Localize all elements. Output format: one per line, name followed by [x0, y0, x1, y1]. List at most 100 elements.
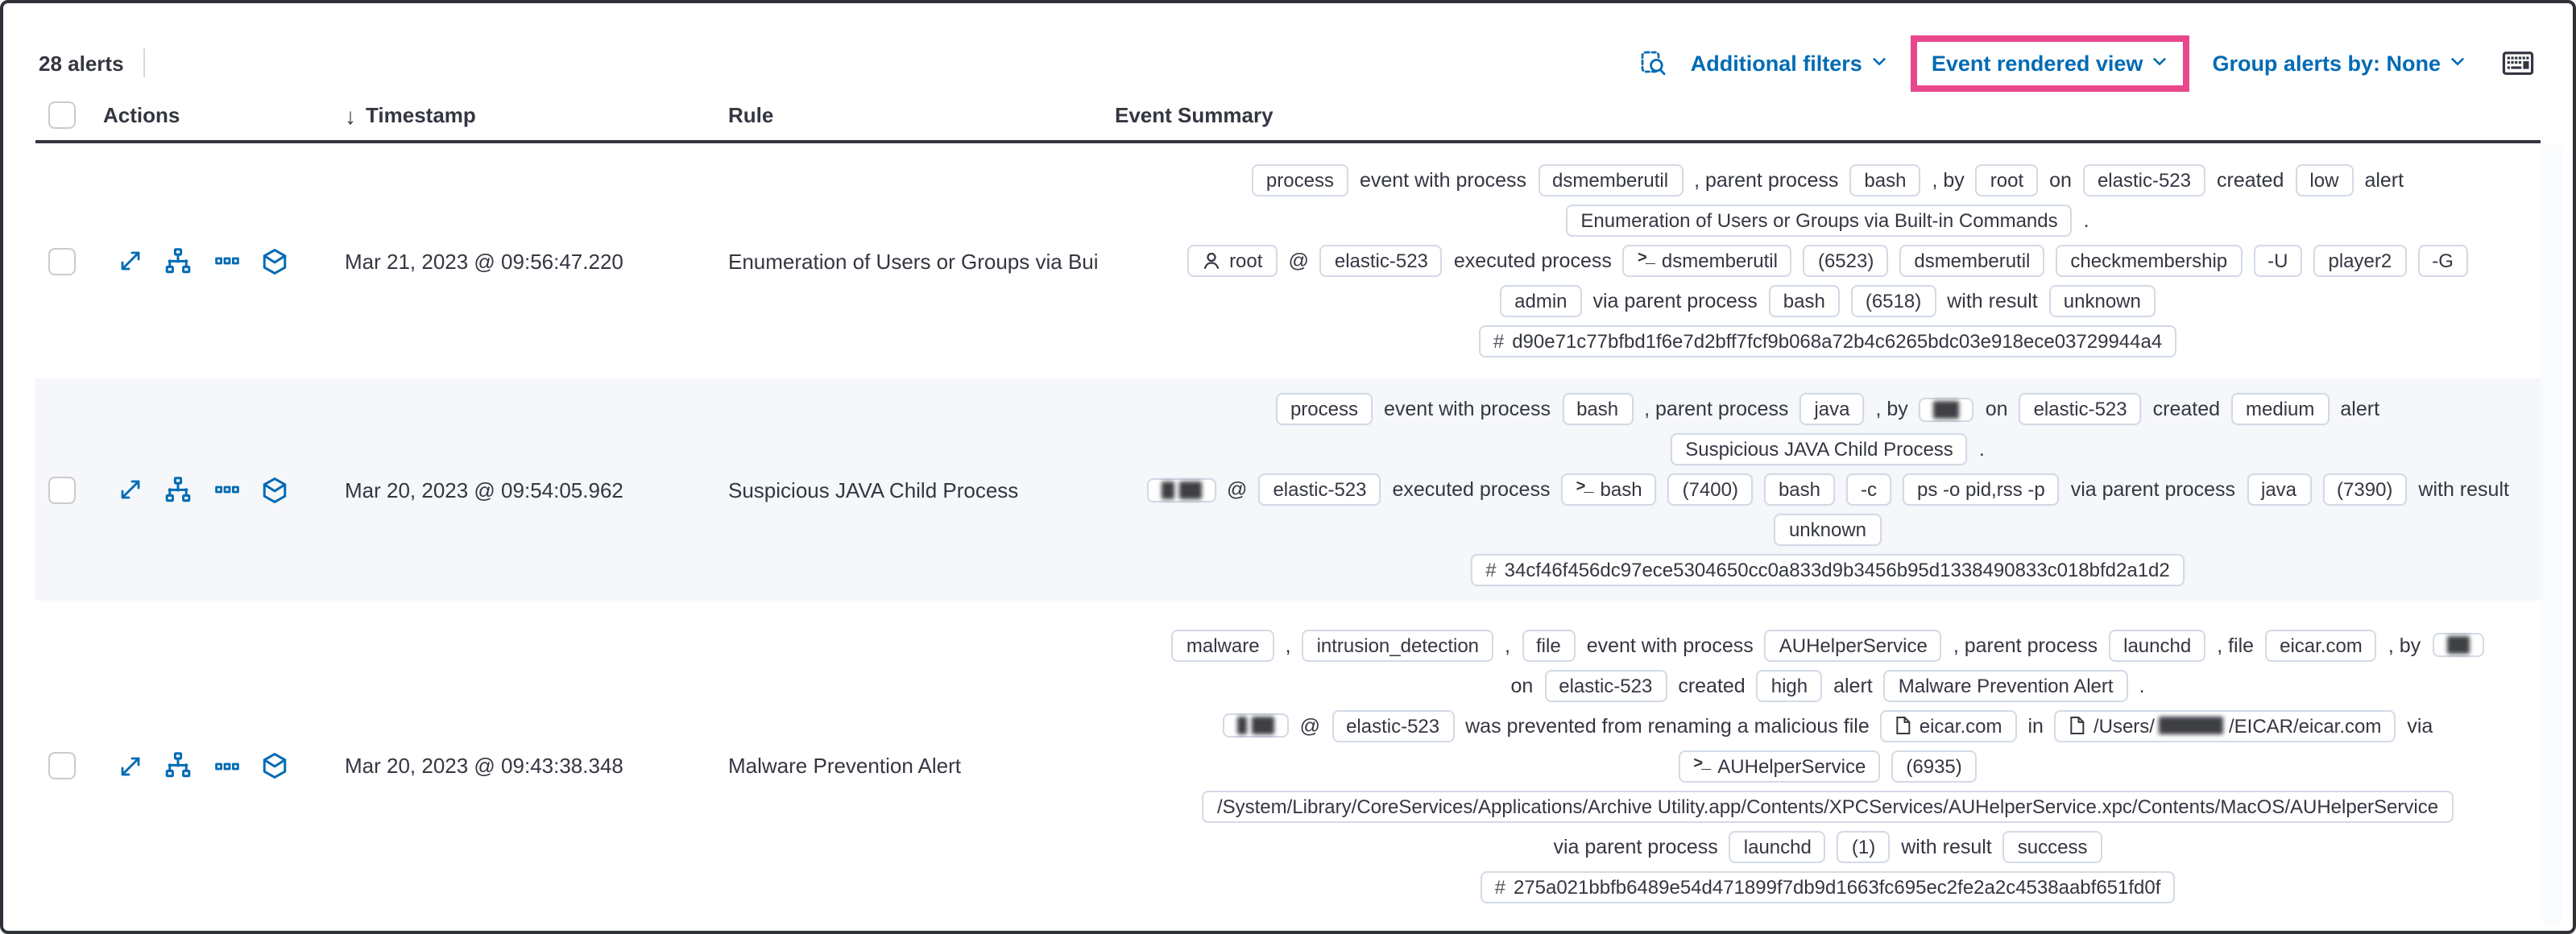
summary-text: .: [2083, 209, 2089, 232]
field-badge[interactable]: process: [1275, 393, 1373, 425]
field-badge[interactable]: admin: [1500, 285, 1582, 317]
redacted-value: [1161, 481, 1174, 498]
inspect-icon[interactable]: [1641, 49, 1668, 76]
analyze-event-icon[interactable]: [164, 247, 192, 275]
field-badge[interactable]: elastic-523: [1258, 473, 1381, 506]
field-badge[interactable]: >_bash: [1561, 473, 1657, 506]
field-badge[interactable]: elastic-523: [1319, 245, 1443, 277]
alerts-count: 28 alerts: [39, 51, 124, 75]
rule-cell[interactable]: Malware Prevention Alert: [728, 754, 962, 778]
investigate-in-timeline-icon[interactable]: [261, 752, 288, 779]
field-badge[interactable]: elastic-523: [2019, 393, 2142, 425]
field-badge[interactable]: launchd: [2109, 629, 2206, 661]
field-badge[interactable]: elastic-523: [1331, 709, 1455, 742]
field-badge[interactable]: dsmemberutil: [1899, 245, 2045, 277]
field-badge[interactable]: #d90e71c77bfbd1f6e7d2bff7fcf9b068a72b4c6…: [1478, 325, 2177, 357]
field-badge[interactable]: unknown: [1774, 514, 1882, 546]
field-badge[interactable]: bash: [1768, 285, 1840, 317]
rule-cell[interactable]: Enumeration of Users or Groups via Bui: [728, 249, 1099, 273]
badge-text: elastic-523: [2033, 398, 2127, 420]
field-badge[interactable]: malware: [1171, 629, 1274, 661]
field-badge[interactable]: ps -o pid,rss -p: [1903, 473, 2060, 506]
field-badge[interactable]: #34cf46f456dc97ece5304650cc0a833d9b3456b…: [1471, 554, 2185, 586]
rule-cell[interactable]: Suspicious JAVA Child Process: [728, 477, 1019, 502]
field-badge[interactable]: /Users//EICAR/eicar.com: [2054, 709, 2396, 742]
expand-alert-icon[interactable]: [116, 752, 143, 779]
keyboard-shortcuts-icon[interactable]: [2502, 51, 2534, 75]
badge-text: file: [1536, 634, 1561, 656]
field-badge[interactable]: >_AUHelperService: [1679, 750, 1881, 782]
field-badge[interactable]: bash: [1849, 164, 1921, 196]
field-badge[interactable]: (7390): [2322, 473, 2408, 506]
event-rendered-view-button[interactable]: Event rendered view: [1932, 51, 2169, 75]
badge-text: 275a021bbfb6489e54d471899f7db9d1663fc695…: [1513, 875, 2161, 898]
row-checkbox[interactable]: [48, 752, 76, 779]
field-badge[interactable]: high: [1756, 669, 1823, 701]
field-badge[interactable]: AUHelperService: [1764, 629, 1942, 661]
investigate-in-timeline-icon[interactable]: [261, 247, 288, 275]
row-checkbox[interactable]: [48, 476, 76, 503]
more-actions-icon[interactable]: [213, 752, 240, 779]
field-badge[interactable]: process: [1251, 164, 1348, 196]
field-badge[interactable]: low: [2295, 164, 2354, 196]
more-actions-icon[interactable]: [213, 247, 240, 275]
field-badge[interactable]: unknown: [2048, 285, 2156, 317]
summary-line: #34cf46f456dc97ece5304650cc0a833d9b3456b…: [1115, 554, 2541, 586]
field-badge[interactable]: intrusion_detection: [1302, 629, 1494, 661]
field-badge[interactable]: [1222, 713, 1289, 738]
field-badge[interactable]: file: [1522, 629, 1576, 661]
field-badge[interactable]: [1919, 397, 1974, 421]
field-badge[interactable]: bash: [1562, 393, 1634, 425]
field-badge[interactable]: eicar.com: [2265, 629, 2377, 661]
badge-text: launchd: [1743, 835, 1812, 858]
field-badge[interactable]: java: [2247, 473, 2312, 506]
field-badge[interactable]: (6935): [1891, 750, 1977, 782]
field-badge[interactable]: (6523): [1803, 245, 1889, 277]
field-badge[interactable]: elastic-523: [1544, 669, 1667, 701]
vertical-scrollbar[interactable]: [2541, 143, 2563, 926]
field-badge[interactable]: [1146, 477, 1216, 502]
field-badge[interactable]: java: [1799, 393, 1865, 425]
badge-text: root: [1229, 250, 1263, 272]
field-badge[interactable]: -c: [1846, 473, 1891, 506]
field-badge[interactable]: bash: [1763, 473, 1835, 506]
select-all-checkbox[interactable]: [48, 101, 76, 129]
field-badge[interactable]: Malware Prevention Alert: [1883, 669, 2128, 701]
badge-content: dsmemberutil: [1552, 167, 1668, 193]
row-checkbox[interactable]: [48, 247, 76, 275]
analyze-event-icon[interactable]: [164, 752, 192, 779]
badge-text: ps -o pid,rss -p: [1917, 478, 2045, 501]
field-badge[interactable]: (7400): [1667, 473, 1753, 506]
investigate-in-timeline-icon[interactable]: [261, 476, 288, 503]
expand-alert-icon[interactable]: [116, 247, 143, 275]
field-badge[interactable]: medium: [2231, 393, 2330, 425]
field-badge[interactable]: launchd: [1729, 830, 1826, 862]
summary-text: was prevented from renaming a malicious …: [1465, 714, 1870, 737]
field-badge[interactable]: success: [2002, 830, 2102, 862]
field-badge[interactable]: -U: [2253, 245, 2303, 277]
field-badge[interactable]: dsmemberutil: [1538, 164, 1684, 196]
field-badge[interactable]: root: [1975, 164, 2039, 196]
group-alerts-by-button[interactable]: Group alerts by: None: [2212, 51, 2466, 75]
additional-filters-button[interactable]: Additional filters: [1691, 51, 1888, 75]
field-badge[interactable]: eicar.com: [1880, 709, 2017, 742]
field-badge[interactable]: [2432, 633, 2484, 657]
badge-text: process: [1290, 398, 1358, 420]
field-badge[interactable]: >_dsmemberutil: [1622, 245, 1792, 277]
field-badge[interactable]: checkmembership: [2056, 245, 2243, 277]
column-timestamp[interactable]: ↓ Timestamp: [345, 102, 728, 128]
field-badge[interactable]: -G: [2417, 245, 2468, 277]
field-badge[interactable]: Enumeration of Users or Groups via Built…: [1566, 205, 2073, 237]
field-badge[interactable]: (1): [1837, 830, 1891, 862]
analyze-event-icon[interactable]: [164, 476, 192, 503]
field-badge[interactable]: elastic-523: [2082, 164, 2205, 196]
field-badge[interactable]: (6518): [1850, 285, 1936, 317]
field-badge[interactable]: /System/Library/CoreServices/Application…: [1202, 790, 2454, 822]
field-badge[interactable]: root: [1187, 245, 1278, 277]
expand-alert-icon[interactable]: [116, 476, 143, 503]
summary-text: created: [2217, 169, 2284, 192]
field-badge[interactable]: player2: [2313, 245, 2407, 277]
more-actions-icon[interactable]: [213, 476, 240, 503]
field-badge[interactable]: Suspicious JAVA Child Process: [1671, 433, 1968, 465]
field-badge[interactable]: #275a021bbfb6489e54d471899f7db9d1663fc69…: [1480, 870, 2176, 903]
